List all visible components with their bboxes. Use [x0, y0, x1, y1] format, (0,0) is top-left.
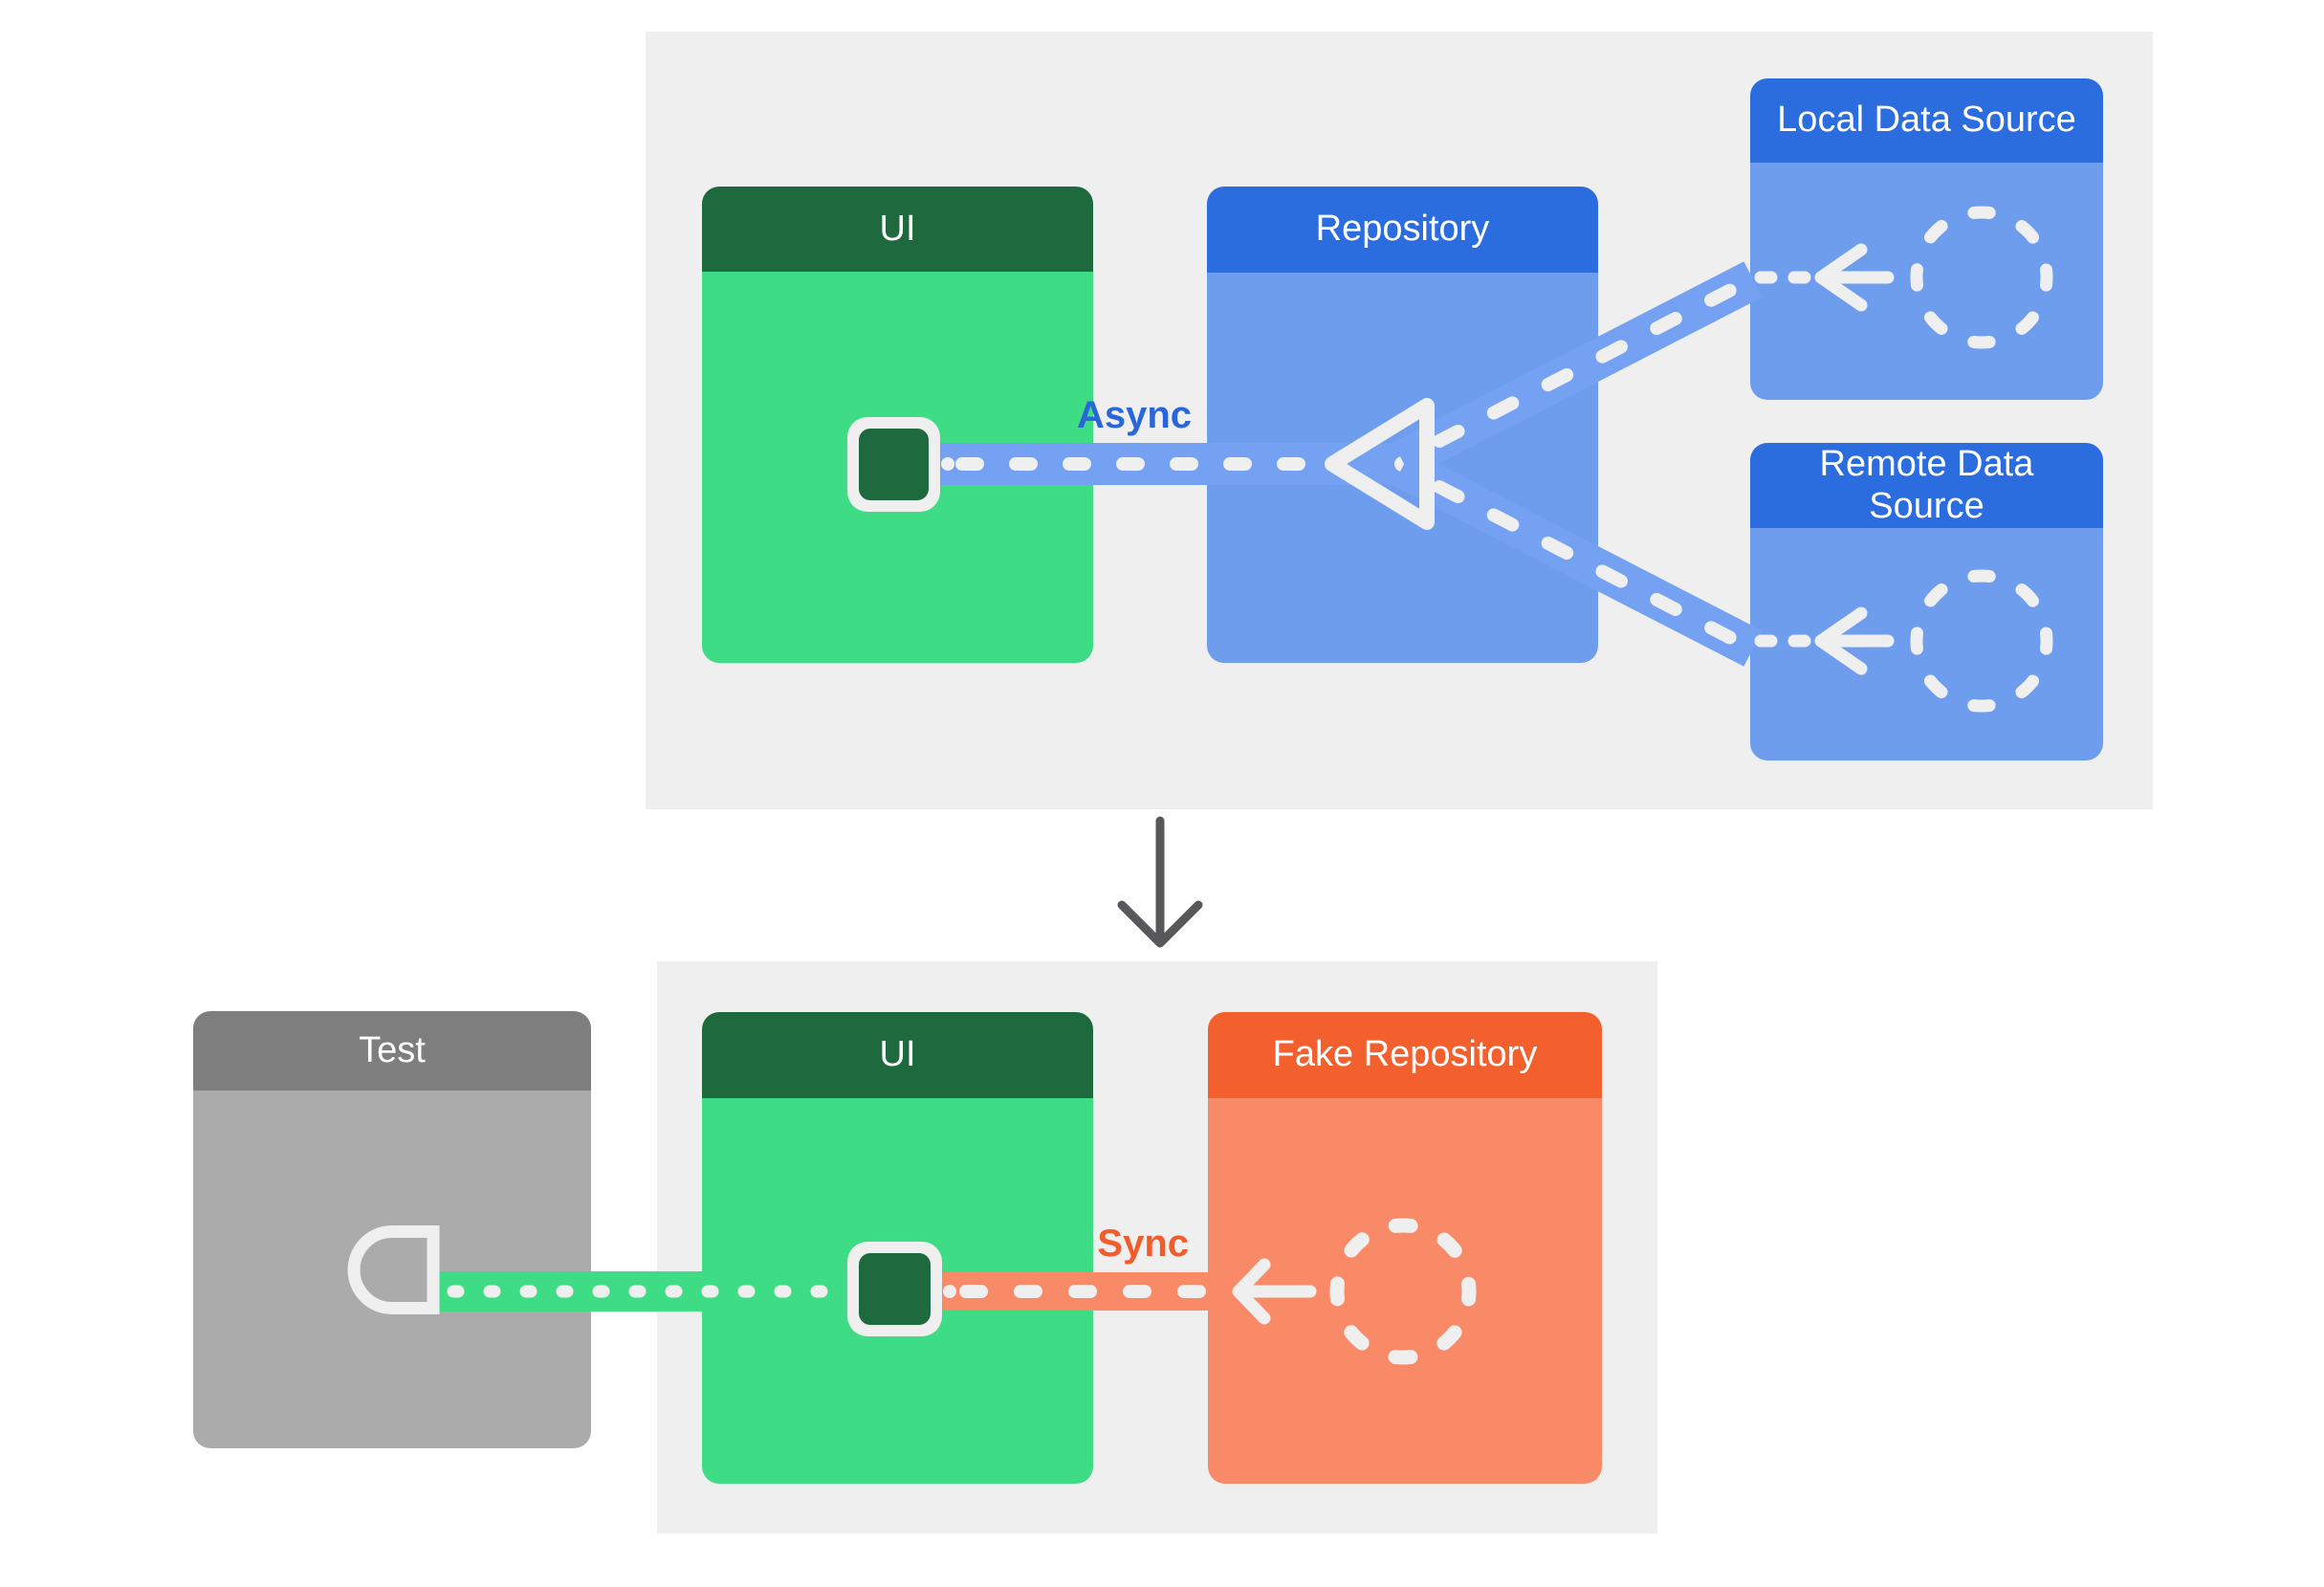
repository-card-body	[1207, 273, 1598, 663]
remote-data-source-card: Remote Data Source	[1750, 443, 2103, 760]
ui-card-top-title: UI	[879, 208, 916, 249]
local-data-source-header: Local Data Source	[1750, 78, 2103, 163]
repository-card: Repository	[1207, 187, 1598, 663]
repository-card-title: Repository	[1315, 209, 1490, 250]
remote-data-source-header: Remote Data Source	[1750, 443, 2103, 528]
local-data-source-title: Local Data Source	[1777, 99, 2076, 141]
repository-card-header: Repository	[1207, 187, 1598, 273]
fake-repository-body	[1208, 1098, 1602, 1484]
remote-data-source-body	[1750, 528, 2103, 760]
local-data-source-body	[1750, 163, 2103, 400]
ui-card-bottom-body	[702, 1098, 1093, 1484]
sync-label: Sync	[1097, 1223, 1189, 1265]
remote-data-source-title: Remote Data Source	[1819, 443, 2034, 526]
test-card-title: Test	[359, 1029, 426, 1070]
async-label: Async	[1076, 394, 1192, 436]
ui-card-top-header: UI	[702, 187, 1093, 272]
local-data-source-card: Local Data Source	[1750, 78, 2103, 400]
fake-repository-card: Fake Repository	[1208, 1012, 1602, 1484]
ui-card-bottom-title: UI	[879, 1034, 916, 1075]
ui-card-top-body	[702, 272, 1093, 663]
ui-card-bottom-header: UI	[702, 1012, 1093, 1098]
fake-repository-title: Fake Repository	[1272, 1034, 1538, 1075]
down-arrow-icon	[1117, 900, 1203, 948]
fake-repository-header: Fake Repository	[1208, 1012, 1602, 1098]
test-card-body	[193, 1091, 591, 1448]
test-card: Test	[193, 1011, 591, 1448]
test-card-header: Test	[193, 1011, 591, 1091]
